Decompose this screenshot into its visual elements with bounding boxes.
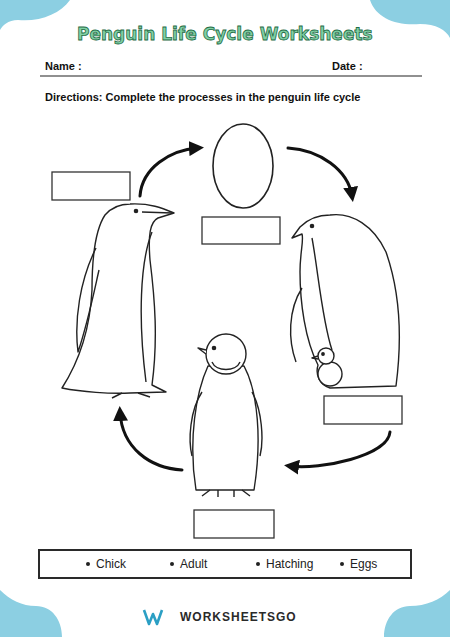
answer-boxes (52, 172, 402, 538)
corner-blob (0, 590, 62, 637)
date-field: Date : (332, 60, 363, 72)
parent-penguin (291, 215, 400, 388)
bullet-dot (256, 562, 260, 566)
corner-blob (384, 590, 450, 637)
name-rule (40, 75, 422, 76)
directions-text: Directions: Complete the processes in th… (45, 91, 360, 103)
word-bank-box: Chick Adult Hatching Eggs (38, 549, 412, 579)
chick-penguin (190, 334, 262, 497)
word-bank-item: Adult (180, 557, 207, 571)
corner-blob (0, 0, 70, 30)
adult-penguin (62, 204, 174, 398)
word-bank-item: Eggs (350, 557, 377, 571)
brand-logo (144, 610, 162, 624)
word-bank-item: Chick (96, 557, 126, 571)
bullet-dot (340, 562, 344, 566)
egg-drawing (213, 124, 273, 208)
name-field: Name : (45, 60, 82, 72)
bullet-dot (170, 562, 174, 566)
bullet-dot (86, 562, 90, 566)
brand-name: WORKSHEETSGO (180, 610, 297, 624)
corner-blob (370, 0, 450, 38)
worksheet-title: Penguin Life Cycle Worksheets (77, 24, 373, 44)
word-bank-item: Hatching (266, 557, 313, 571)
